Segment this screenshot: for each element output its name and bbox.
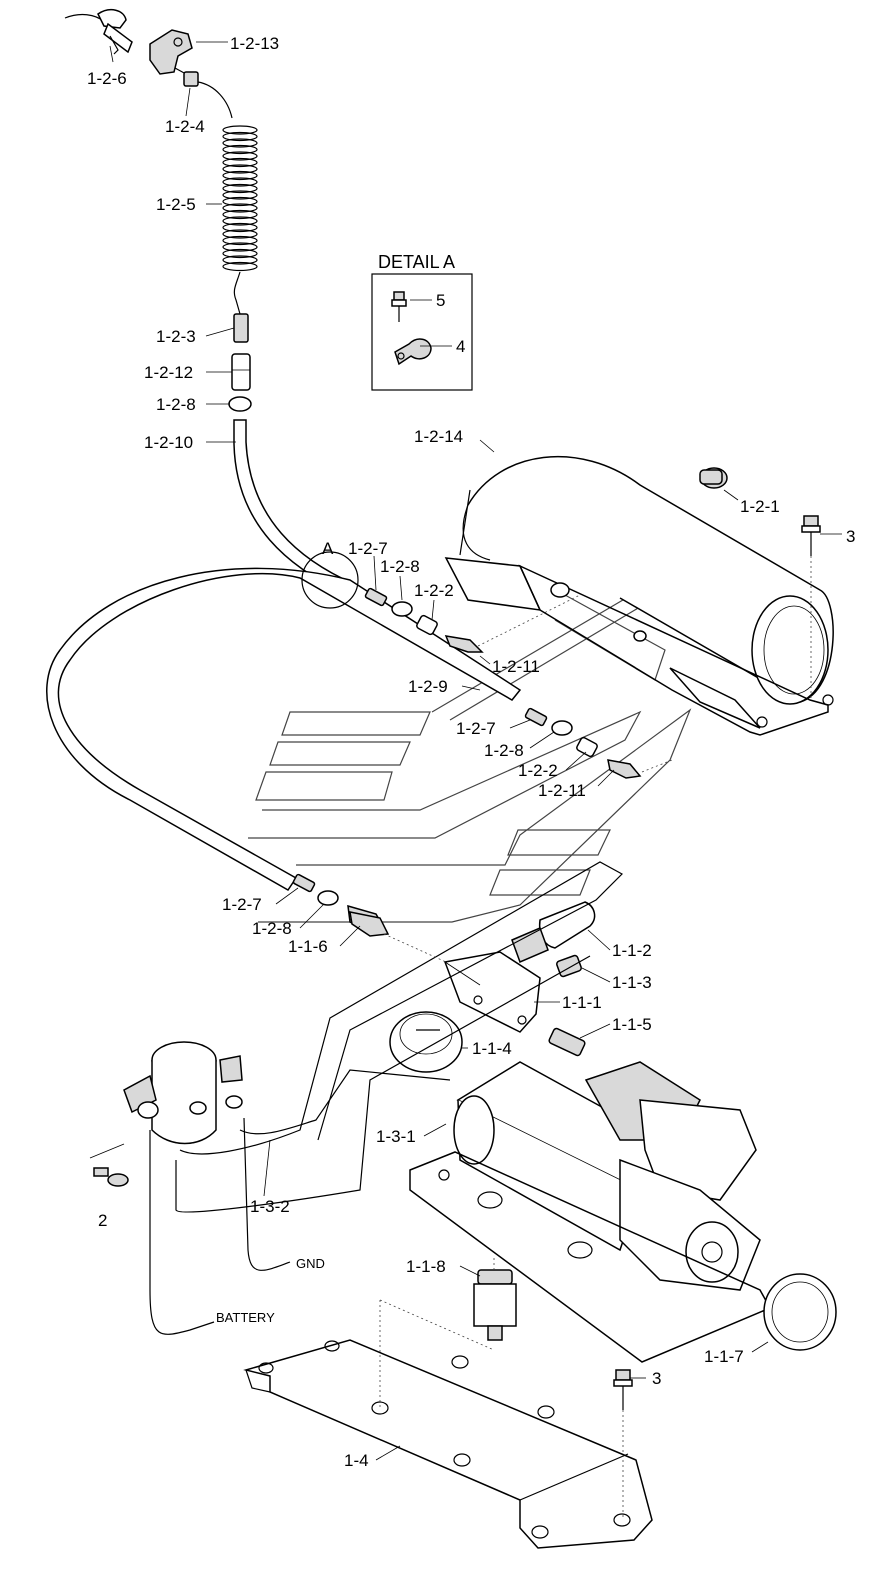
callout-1-2-7-mid: 1-2-7 bbox=[456, 719, 496, 738]
coil-turn bbox=[222, 255, 258, 265]
callout-1-2-8-mid2: 1-2-8 bbox=[484, 741, 524, 760]
callout-1-2-13: 1-2-13 bbox=[230, 34, 279, 53]
bolt-3-low bbox=[613, 1369, 633, 1410]
callout-1-2-5: 1-2-5 bbox=[156, 195, 196, 214]
coil-turn bbox=[222, 209, 258, 220]
callout-1-1-3: 1-1-3 bbox=[612, 973, 652, 992]
detail-a-box bbox=[371, 273, 473, 391]
filter-cap-1-1-7 bbox=[763, 1273, 837, 1351]
callout-1-1-1: 1-1-1 bbox=[562, 993, 602, 1012]
base-plate-1-4 bbox=[243, 1339, 653, 1549]
callout-1-2-1: 1-2-1 bbox=[740, 497, 780, 516]
coil-turn bbox=[222, 229, 258, 239]
fitting-1-1-6 bbox=[349, 911, 390, 937]
air-chuck-1-2-6 bbox=[64, 8, 133, 55]
coil-turn bbox=[222, 196, 258, 207]
callout-1-1-4: 1-1-4 bbox=[472, 1039, 512, 1058]
callout-1-2-2-top: 1-2-2 bbox=[414, 581, 454, 600]
callout-1-2-12: 1-2-12 bbox=[144, 363, 193, 382]
coil-turn bbox=[222, 151, 258, 161]
callout-1-4: 1-4 bbox=[344, 1451, 369, 1470]
coil-turn bbox=[222, 183, 258, 194]
watermark bbox=[248, 589, 692, 923]
coil-turn bbox=[222, 177, 258, 187]
detail-a-circle bbox=[301, 551, 359, 609]
wire-label-battery: BATTERY bbox=[216, 1310, 275, 1325]
callout-1-2-6: 1-2-6 bbox=[87, 69, 127, 88]
vibration-mount-1-1-8 bbox=[473, 1269, 517, 1341]
callout-1-3-2: 1-3-2 bbox=[250, 1197, 290, 1216]
callout-3-low: 3 bbox=[652, 1369, 661, 1388]
fitting-1-1-5 bbox=[548, 1027, 586, 1057]
callout-3-top: 3 bbox=[846, 527, 855, 546]
coil-turn bbox=[222, 242, 258, 252]
coil-turn bbox=[222, 144, 258, 155]
coil-turn bbox=[222, 235, 258, 246]
air-tank-1-2-14 bbox=[444, 456, 834, 736]
screw-2 bbox=[93, 1167, 129, 1187]
fitting-1-2-4 bbox=[183, 71, 233, 119]
coil-turn bbox=[222, 203, 258, 213]
callout-1-2-8-top: 1-2-8 bbox=[156, 395, 196, 414]
fitting-1-1-3 bbox=[556, 954, 582, 978]
callout-1-2-8-low: 1-2-8 bbox=[252, 919, 292, 938]
coil-turn bbox=[222, 125, 258, 135]
callout-1-2-11-top: 1-2-11 bbox=[492, 657, 540, 676]
assembly-lines bbox=[379, 556, 812, 1520]
compressor-body bbox=[453, 1061, 761, 1291]
callout-1-3-1: 1-3-1 bbox=[376, 1127, 416, 1146]
coil-hose-1-2-5 bbox=[222, 125, 258, 272]
callout-1-2-10: 1-2-10 bbox=[144, 433, 193, 452]
callout-1-1-8: 1-1-8 bbox=[406, 1257, 446, 1276]
adapter-1-2-12 bbox=[231, 353, 251, 391]
detail-a-title: DETAIL A bbox=[378, 252, 455, 272]
mid-fitting-row bbox=[524, 707, 642, 779]
callout-1-2-11-mid: 1-2-11 bbox=[538, 781, 586, 800]
coil-turn bbox=[222, 222, 258, 233]
callout-2: 2 bbox=[98, 1211, 107, 1230]
fitting-1-2-3 bbox=[233, 313, 249, 343]
callout-1-2-2-mid: 1-2-2 bbox=[518, 761, 558, 780]
wiring-harness bbox=[149, 861, 623, 1335]
callout-1-2-9: 1-2-9 bbox=[408, 677, 448, 696]
drain-plug-1-2-1 bbox=[699, 467, 728, 489]
relay bbox=[123, 1041, 243, 1145]
coil-turn bbox=[222, 170, 258, 181]
pressure-switch-1-1-2 bbox=[511, 901, 596, 964]
coil-turn bbox=[222, 190, 258, 200]
wire-label-gnd: GND bbox=[296, 1256, 325, 1271]
coil-turn bbox=[222, 131, 258, 142]
coil-turn bbox=[222, 138, 258, 148]
leader-lines bbox=[89, 41, 842, 1461]
callout-1-1-7: 1-1-7 bbox=[704, 1347, 744, 1366]
detail-a-marker: A bbox=[322, 539, 334, 558]
upper-fitting-row bbox=[364, 587, 484, 653]
callout-1-1-5: 1-1-5 bbox=[612, 1015, 652, 1034]
coil-turn bbox=[222, 164, 258, 174]
hose-1-2-9 bbox=[46, 567, 522, 891]
callout-5: 5 bbox=[436, 291, 445, 310]
coil-turn bbox=[222, 216, 258, 226]
hose-clamp-1-2-8-top bbox=[228, 396, 252, 412]
callout-1-2-4: 1-2-4 bbox=[165, 117, 205, 136]
coil-turn bbox=[222, 261, 258, 272]
callout-4: 4 bbox=[456, 337, 465, 356]
callout-1-2-3: 1-2-3 bbox=[156, 327, 196, 346]
coil-tail bbox=[233, 271, 241, 315]
bolt-3-top bbox=[801, 515, 821, 556]
clamp-1-2-13 bbox=[149, 29, 193, 75]
manifold-1-1-1 bbox=[443, 951, 541, 1033]
coil-turn bbox=[222, 248, 258, 259]
callout-1-1-6: 1-1-6 bbox=[288, 937, 328, 956]
callout-1-2-14: 1-2-14 bbox=[414, 427, 463, 446]
callout-1-2-7-top: 1-2-7 bbox=[348, 539, 388, 558]
callout-1-1-2: 1-1-2 bbox=[612, 941, 652, 960]
callout-1-2-7-low: 1-2-7 bbox=[222, 895, 262, 914]
callout-1-2-8-mid: 1-2-8 bbox=[380, 557, 420, 576]
coil-turn bbox=[222, 157, 258, 168]
